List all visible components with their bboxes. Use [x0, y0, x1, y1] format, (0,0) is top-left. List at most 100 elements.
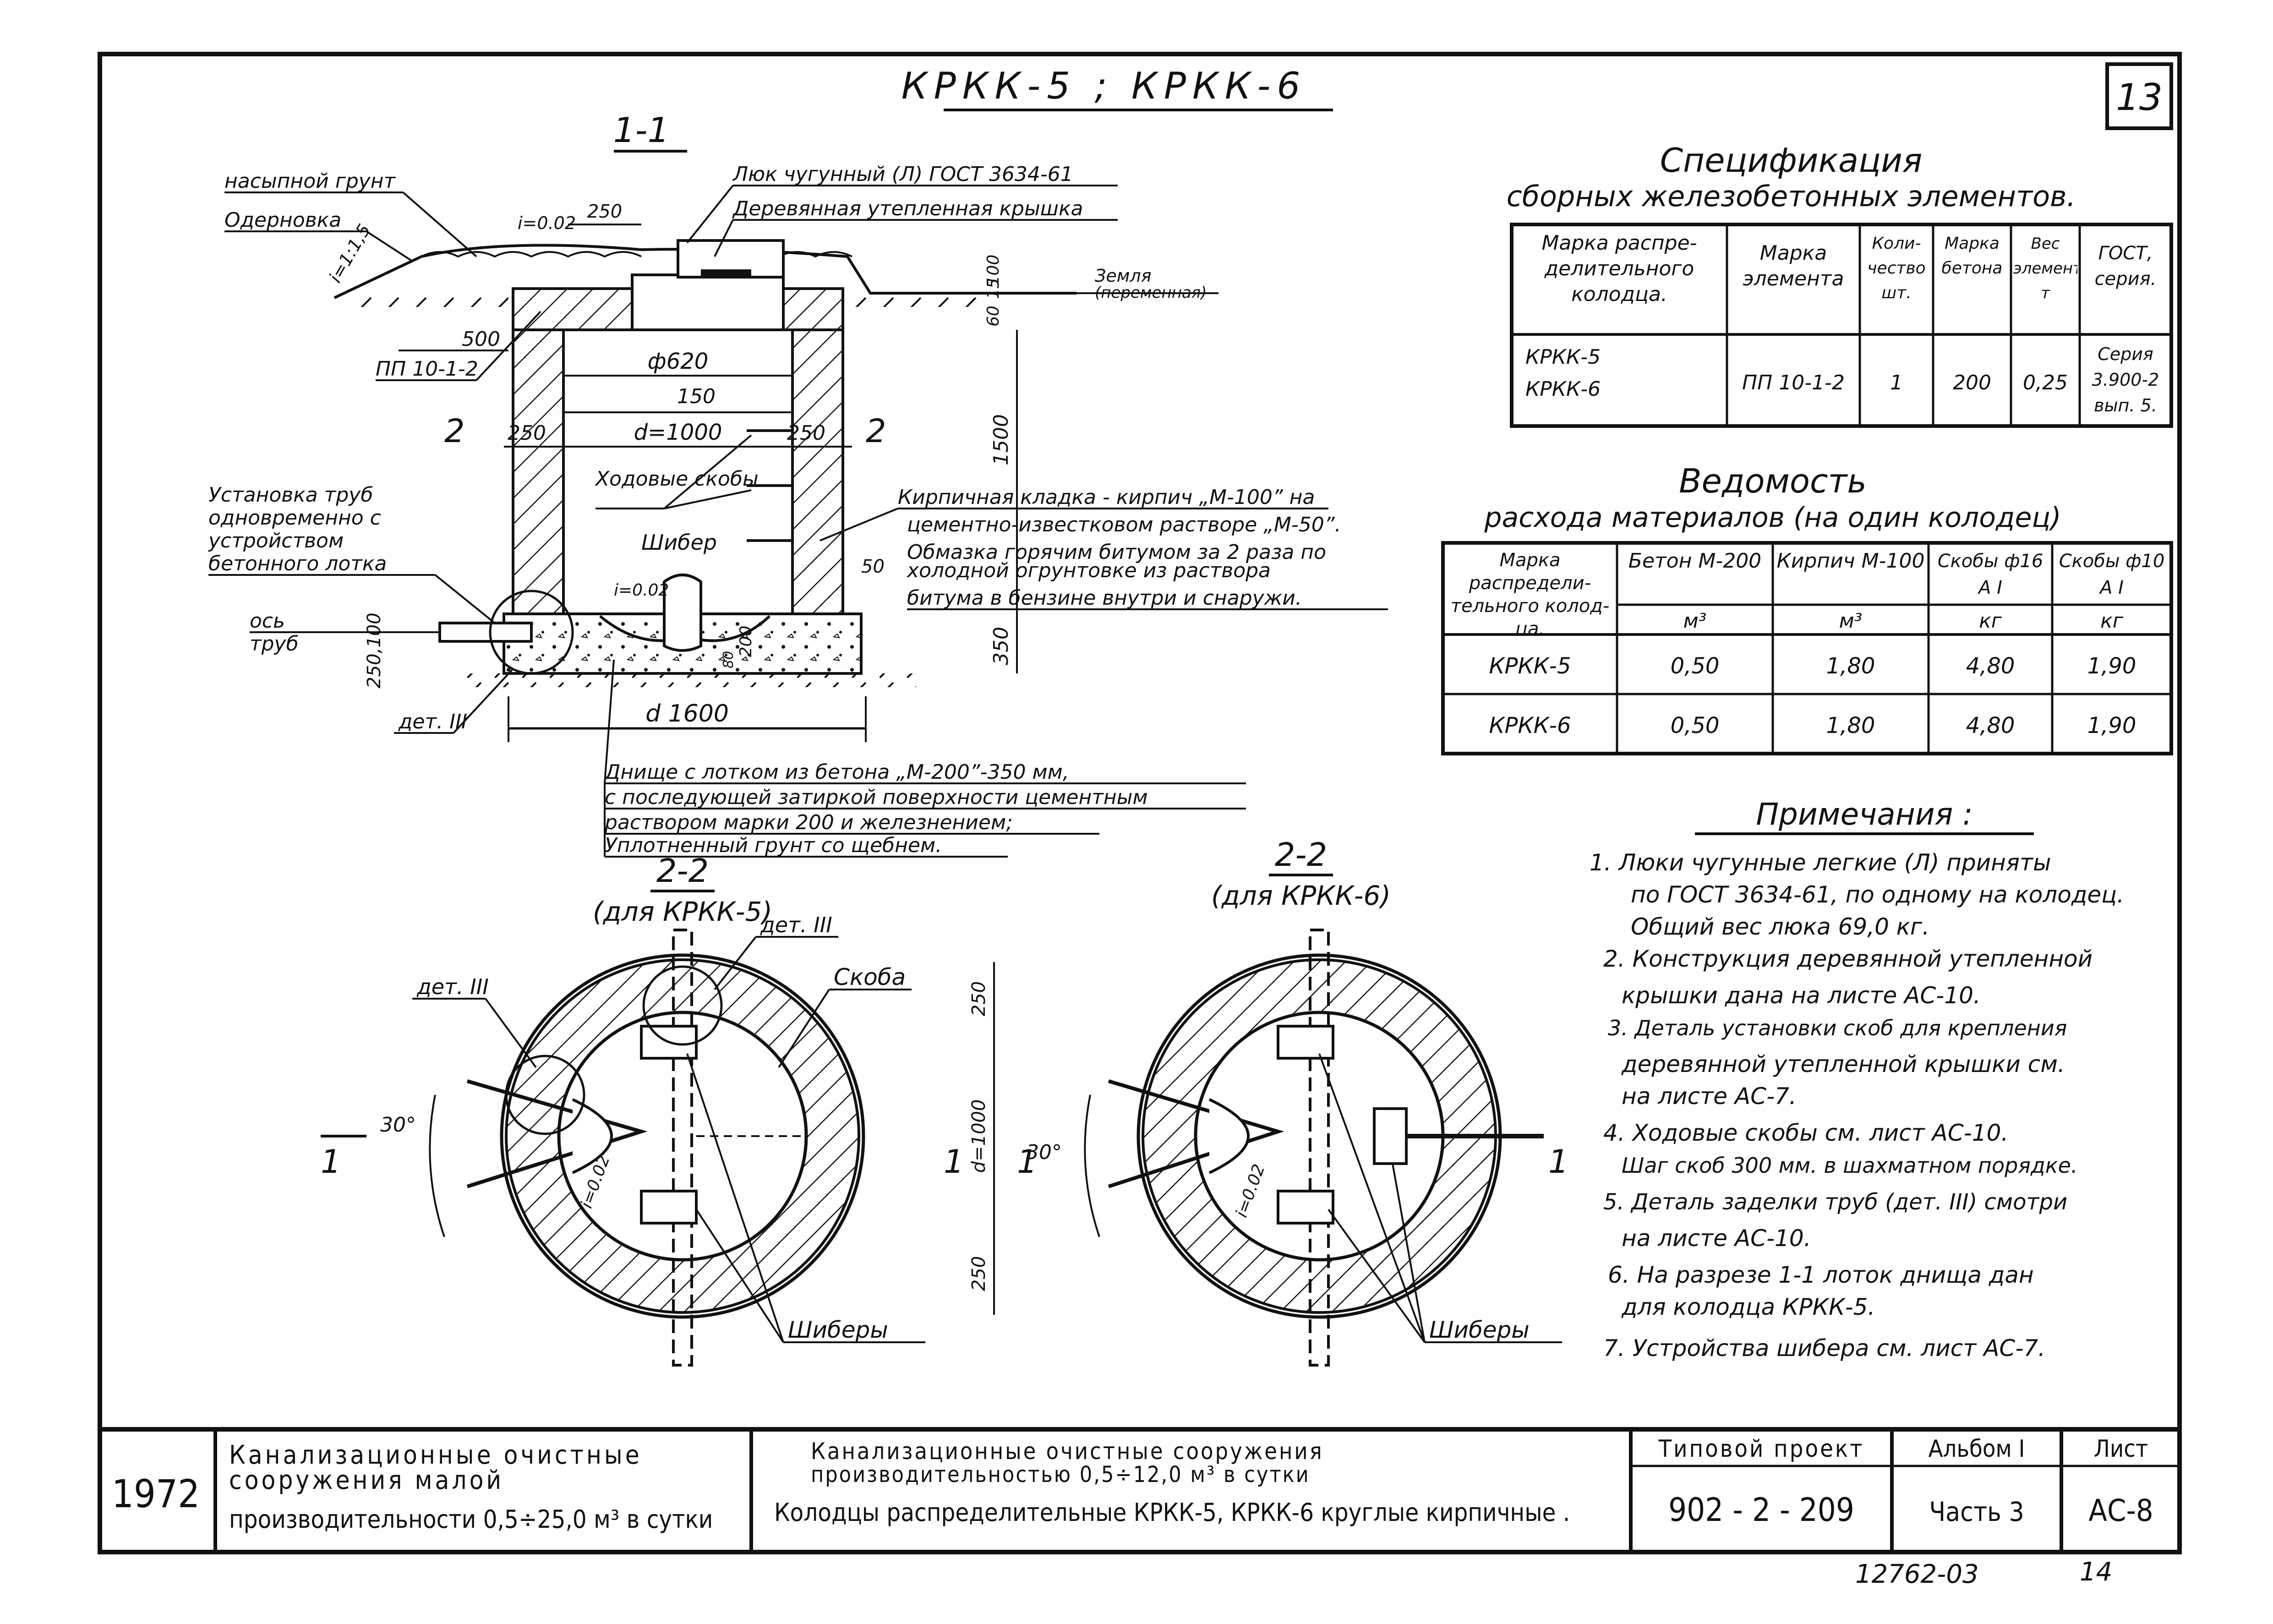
- materials-col-well: Марка распредели-тельного колод-ца.: [1450, 550, 1610, 634]
- plan-right-cut-right: 1: [1548, 1143, 1569, 1181]
- spec-header-grade: Марка бетона: [1941, 234, 2003, 278]
- note-line-11: 5. Деталь заделки труб (дет. III) смотри: [1603, 1189, 2067, 1215]
- sheet-frame: [98, 52, 2182, 1554]
- label-brick-4: холодной огрунтовке из раствора: [906, 559, 1271, 582]
- materials-title: Ведомость: [1679, 462, 1867, 500]
- plan-right-cut: 1: [1017, 1143, 1038, 1181]
- notes: Примечания : 1. Люки чугунные легкие (Л)…: [1590, 797, 2124, 1362]
- plan-left-bracket: Скоба: [834, 964, 906, 990]
- spec-cell-grade: 200: [1953, 371, 1991, 394]
- sheet-number: 13: [2116, 76, 2163, 119]
- materials-unit-3: кг: [1979, 609, 2002, 633]
- dim-150: 150: [677, 385, 716, 408]
- label-gate: Шибер: [641, 530, 717, 555]
- spec-header-weight: Вес элемента т: [2013, 235, 2077, 302]
- section-1-1-label: 1-1: [613, 110, 670, 150]
- hatch-handle: [701, 269, 751, 278]
- materials-row1-bracket16: 4,80: [1966, 653, 2015, 679]
- label-axis-2: труб: [250, 632, 299, 656]
- ground-hatch-bottom: [458, 673, 916, 687]
- plan-right-label: 2-2: [1275, 836, 1327, 874]
- materials-row1-brick: 1,80: [1826, 653, 1875, 679]
- label-pipes-3: устройством: [208, 529, 344, 552]
- bottom-stamp-2: 14: [2080, 1557, 2112, 1587]
- dim-250-top: 250: [587, 201, 622, 222]
- plan-left-label: 2-2: [656, 852, 709, 890]
- ground-hatch-left: [348, 293, 508, 307]
- dim-60: 60: [984, 306, 1003, 327]
- plan-left-dim-250-top: 250: [968, 981, 989, 1016]
- dim-1600: d 1600: [645, 700, 729, 727]
- spec-cell-weight: 0,25: [2023, 371, 2068, 394]
- materials-table: Ведомость расхода материалов (на один ко…: [1441, 462, 2173, 755]
- spec-cell-element: ПП 10-1-2: [1742, 371, 1845, 394]
- label-brick-5: битума в бензине внутри и снаружи.: [907, 586, 1302, 610]
- note-line-7: деревянной утепленной крышки см.: [1621, 1051, 2065, 1077]
- spec-cell-wells: КРКК-5 КРКК-6: [1525, 345, 1601, 401]
- plan-left-inner: [557, 1011, 808, 1262]
- label-pipes-2: одновременно с: [208, 506, 381, 530]
- dim-100: 100: [984, 255, 1003, 286]
- label-hatch: Люк чугунный (Л) ГОСТ 3634-61: [732, 163, 1073, 186]
- label-turf: Одерновка: [224, 208, 341, 232]
- materials-unit-2: м³: [1839, 609, 1863, 633]
- materials-row1-well: КРКК-5: [1489, 653, 1571, 679]
- label-brick-1: Кирпичная кладка - кирпич „М-100” на: [898, 486, 1315, 509]
- plan-left-cut-right: 1: [944, 1143, 964, 1181]
- title-album: Альбом I: [1929, 1435, 2025, 1463]
- manhole-hatch: [631, 273, 785, 331]
- label-pipes-1: Установка труб: [208, 483, 373, 507]
- title-project-number: 902 - 2 - 209: [1668, 1491, 1854, 1529]
- title-year: 1972: [112, 1471, 200, 1516]
- title-org-1: Канализационные очистные: [229, 1440, 642, 1470]
- title-part: Часть 3: [1929, 1496, 2024, 1527]
- plan-left-det-2: дет. III: [760, 913, 832, 937]
- plan-left: 2-2 (для КРКК-5) дет. III дет. III Скоба…: [321, 852, 995, 1367]
- note-line-8: на листе АС-7.: [1622, 1083, 1797, 1110]
- plan-right-gates: Шиберы: [1429, 1317, 1530, 1343]
- dim-200: 200: [737, 626, 755, 657]
- detail-iii-circle: [489, 590, 574, 675]
- plan-left-gates: Шиберы: [788, 1317, 888, 1343]
- title-desc-2: производительностью 0,5÷12,0 м³ в сутки: [811, 1462, 1310, 1487]
- gate-bottom-right: [1277, 1190, 1334, 1225]
- title-desc-1: Канализационные очистные сооружения: [811, 1438, 1324, 1465]
- dim-1500: 1500: [989, 414, 1013, 465]
- title-sheet-label: Лист: [2094, 1435, 2148, 1463]
- dim-80: 80: [721, 651, 737, 668]
- note-line-1: 1. Люки чугунные легкие (Л) приняты: [1590, 849, 2051, 876]
- dim-250-right: 250: [787, 421, 825, 445]
- materials-row2-well: КРКК-6: [1489, 713, 1571, 738]
- plan-left-cut: 1: [321, 1143, 341, 1181]
- label-bottom-3: раствором марки 200 и железнением;: [604, 811, 1013, 834]
- plan-right-sub: (для КРКК-6): [1211, 880, 1391, 911]
- materials-row2-bracket16: 4,80: [1966, 713, 2015, 738]
- plan-left-angle: 30°: [380, 1113, 416, 1137]
- plan-left-dim-250-bottom: 250: [968, 1256, 989, 1291]
- label-bottom-2: с последующей затиркой поверхности цемен…: [605, 786, 1148, 809]
- plan-left-sub: (для КРКК-5): [593, 896, 772, 927]
- gate-top-right: [1277, 1025, 1334, 1060]
- spec-cell-qty: 1: [1890, 371, 1903, 394]
- materials-header-bracket10: Скобы ф10 А I: [2059, 551, 2165, 598]
- label-bottom-1: Днище с лотком из бетона „М-200”-350 мм,: [604, 760, 1069, 784]
- note-line-9: 4. Ходовые скобы см. лист АС-10.: [1603, 1120, 2008, 1146]
- inlet-pipe: [438, 622, 533, 643]
- title-sheet-code: АС-8: [2088, 1493, 2153, 1528]
- header-title: КРКК-5 ; КРКК-6: [902, 65, 1307, 107]
- gate-valve: [663, 574, 702, 652]
- plan-right: 2-2 (для КРКК-6) Шиберы 30° i=0.02 1 1: [1017, 836, 1569, 1367]
- materials-unit-1: м³: [1683, 609, 1707, 633]
- sheet-number-box: [2105, 62, 2173, 130]
- label-wooden-lid: Деревянная утепленная крышка: [732, 197, 1083, 220]
- label-pipes-4: бетонного лотка: [208, 552, 387, 575]
- spec-header-gost: ГОСТ, серия.: [2094, 243, 2157, 290]
- note-line-14: для колодца КРКК-5.: [1621, 1294, 1875, 1320]
- spec-header-well: Марка распре-делительного колодца.: [1541, 231, 1697, 306]
- cut-2-left: 2: [444, 412, 465, 450]
- spec-title: Спецификация: [1660, 141, 1923, 180]
- note-line-13: 6. На разрезе 1-1 лоток днища дан: [1608, 1262, 2034, 1288]
- label-slope-bottom: i=0.02: [614, 581, 669, 600]
- label-axis-1: ось: [250, 609, 285, 633]
